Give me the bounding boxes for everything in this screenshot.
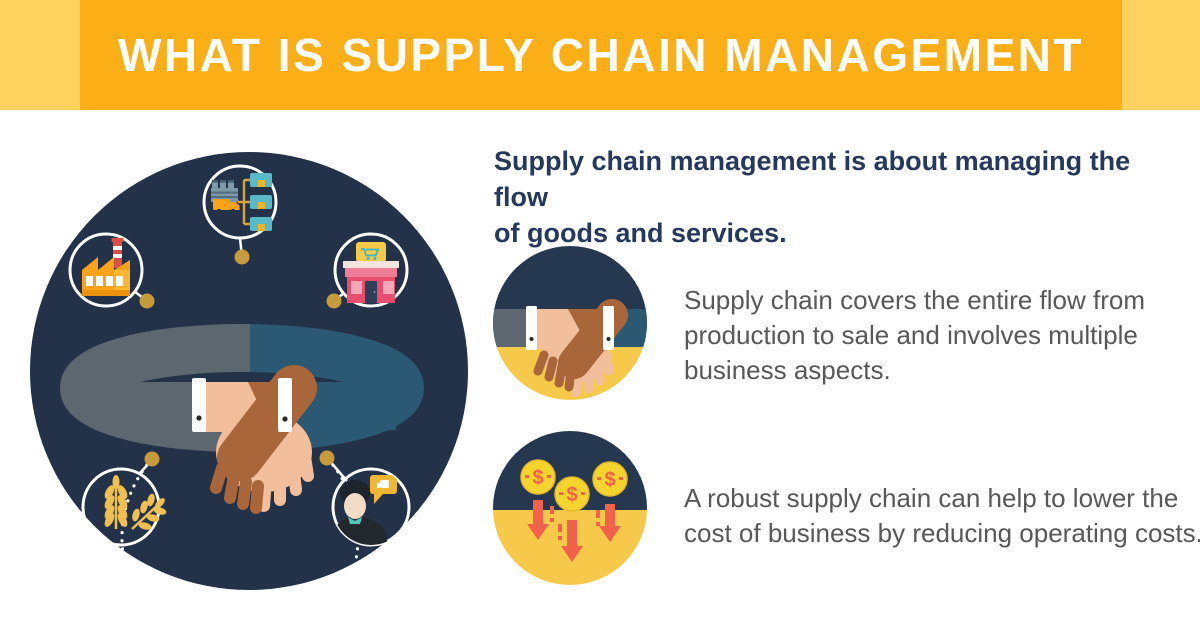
intro-line: of goods and services.: [494, 218, 787, 248]
item-text: Supply chain covers the entire flow from…: [684, 283, 1200, 388]
item-text-line: production to sale and involves multiple: [684, 320, 1138, 350]
item-text-line: cost of business by reducing operating c…: [684, 518, 1200, 548]
handshake-circle-icon: [493, 246, 647, 400]
item-text-line: Supply chain covers the entire flow from: [684, 285, 1145, 315]
distribution-network-icon: [211, 173, 272, 231]
store-node: [333, 232, 409, 308]
factory-icon: [82, 238, 130, 296]
page-title: WHAT IS SUPPLY CHAIN MANAGEMENT: [117, 29, 1085, 81]
item-text-line: A robust supply chain can help to lower …: [684, 483, 1179, 513]
header-band: WHAT IS SUPPLY CHAIN MANAGEMENT: [0, 0, 1200, 110]
svg-text:$: $: [532, 467, 543, 489]
svg-text:$: $: [566, 484, 577, 506]
item-text-line: business aspects.: [684, 355, 891, 385]
wheat-crop-icon: [104, 475, 167, 530]
svg-text:$: $: [604, 469, 615, 491]
connector-dots: [139, 249, 342, 467]
intro-line: Supply chain management is about managin…: [494, 146, 1131, 212]
distribution-node: [202, 164, 278, 240]
falling-coins-icon: $ $ $: [493, 431, 647, 585]
handshake-icon: [192, 365, 317, 514]
header-panel: WHAT IS SUPPLY CHAIN MANAGEMENT: [80, 0, 1122, 110]
coins: $ $ $: [520, 459, 628, 512]
down-arrows: [527, 500, 621, 562]
retail-store-icon: [343, 242, 399, 303]
intro-heading: Supply chain management is about managin…: [494, 143, 1184, 251]
item-text: A robust supply chain can help to lower …: [684, 481, 1200, 551]
supply-cycle-diagram: [30, 152, 468, 628]
customer-chat-icon: [333, 475, 397, 545]
factory-node: [68, 232, 144, 308]
